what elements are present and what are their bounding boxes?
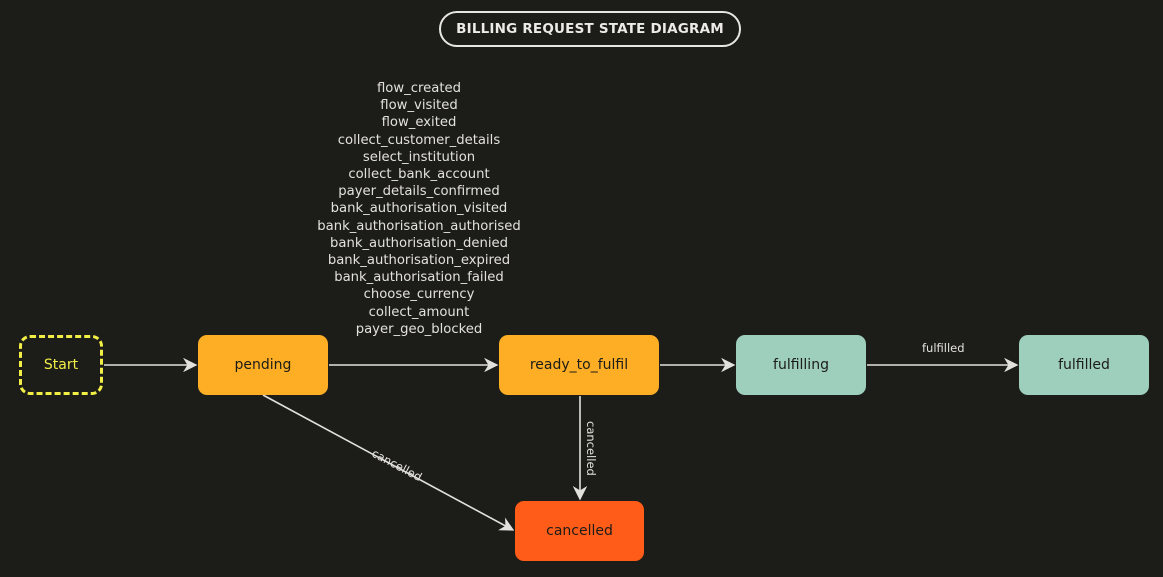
event-label: bank_authorisation_visited [330,201,508,217]
edge-pending-to-cancelled [262,394,515,531]
event-label: flow_created [377,81,461,96]
event-label: bank_authorisation_failed [334,270,504,286]
pending-to-ready-event-list: flow_created flow_visited flow_exited co… [300,80,538,338]
node-start[interactable]: Start [19,335,103,395]
node-ready-to-fulfil[interactable]: ready_to_fulfil [499,335,659,395]
edge-label-fulfilled: fulfilled [922,341,965,355]
event-label: select_institution [362,149,476,165]
event-label: flow_visited [380,98,458,114]
event-label: bank_authorisation_authorised [317,218,521,234]
node-fulfilling[interactable]: fulfilling [736,335,866,395]
node-pending[interactable]: pending [198,335,328,395]
node-fulfilled[interactable]: fulfilled [1019,335,1149,395]
node-fulfilling-label: fulfilling [773,357,829,373]
node-cancelled-label: cancelled [546,523,613,539]
event-label: collect_customer_details [337,132,501,148]
diagram-title: BILLING REQUEST STATE DIAGRAM [439,11,741,47]
node-pending-label: pending [234,357,292,373]
event-label: bank_authorisation_denied [330,235,508,251]
node-fulfilled-label: fulfilled [1058,357,1110,373]
event-label: collect_amount [368,304,470,320]
node-cancelled[interactable]: cancelled [515,501,644,561]
event-label: bank_authorisation_expired [327,253,511,269]
node-start-label: Start [43,357,79,373]
node-ready-label: ready_to_fulfil [529,357,629,373]
event-label: collect_bank_account [348,167,490,183]
event-label: payer_geo_blocked [355,321,483,337]
event-label: flow_exited [381,115,457,131]
edge-label-ready-cancelled: cancelled [584,421,598,476]
event-label: payer_details_confirmed [338,184,500,200]
event-label: choose_currency [363,287,475,303]
